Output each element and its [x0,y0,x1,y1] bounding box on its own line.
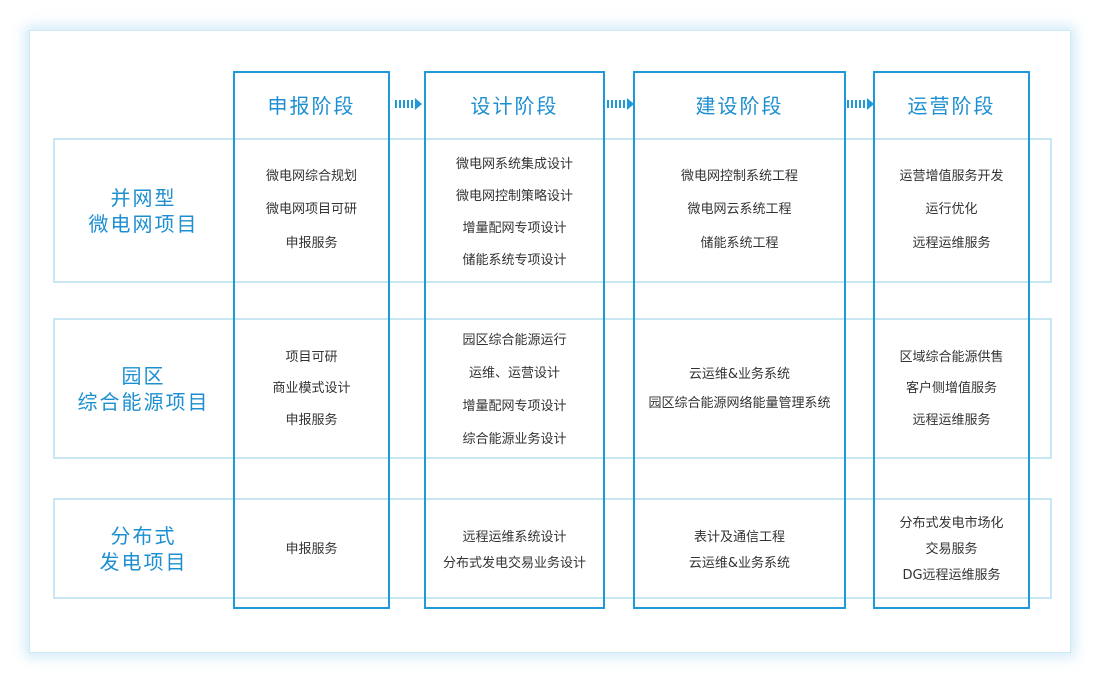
row-band-grid-microgrid [53,138,1052,283]
cell-item: 区域综合能源供售 [899,350,1004,366]
cell-item: 微电网云系统工程 [687,202,792,218]
cell-item: 园区综合能源网络能量管理系统 [648,396,831,411]
cell-grid-microgrid-application: 微电网综合规划 微电网项目可研 申报服务 [235,158,388,258]
cell-item: 微电网控制系统工程 [680,169,798,185]
stage-column-design [424,71,605,609]
cell-item: 运行优化 [925,202,978,218]
row-label-line2: 综合能源项目 [77,389,210,414]
cell-item: 增量配网专项设计 [462,399,567,414]
arrow-right-icon [395,98,422,110]
cell-distributed-design: 远程运维系统设计 分布式发电交易业务设计 [426,522,603,574]
cell-item: 微电网项目可研 [265,202,357,218]
cell-item: 微电网控制策略设计 [455,188,573,204]
cell-item: 储能系统专项设计 [462,252,567,268]
cell-park-energy-operation: 区域综合能源供售 客户侧增值服务 远程运维服务 [875,340,1028,434]
arrow-right-icon [847,98,874,110]
cell-park-energy-construction: 云运维&业务系统 园区综合能源网络能量管理系统 [635,358,844,416]
cell-park-energy-design: 园区综合能源运行 运维、运营设计 增量配网专项设计 综合能源业务设计 [426,322,603,454]
cell-item: 分布式发电交易业务设计 [442,555,586,571]
row-label-park-energy: 园区 综合能源项目 [53,320,234,457]
cell-item: 微电网综合规划 [265,169,357,185]
cell-item: DG远程运维服务 [902,567,1001,583]
cell-item: 项目可研 [285,350,338,366]
row-label-distributed-generation: 分布式 发电项目 [53,500,234,597]
cell-item: 云运维&业务系统 [688,367,791,382]
cell-item: 运维、运营设计 [468,366,560,381]
stage-title-application: 申报阶段 [267,93,356,118]
cell-item: 云运维&业务系统 [688,555,791,571]
stage-column-application [233,71,390,609]
row-label-line1: 分布式 [110,523,177,548]
cell-distributed-application: 申报服务 [235,530,388,564]
cell-item: 申报服务 [285,235,338,251]
cell-item: 分布式发电市场化 [899,515,1004,531]
cell-item: 商业模式设计 [272,381,351,397]
stage-title-operation: 运营阶段 [907,93,996,118]
cell-park-energy-application: 项目可研 商业模式设计 申报服务 [235,340,388,434]
cell-grid-microgrid-construction: 微电网控制系统工程 微电网云系统工程 储能系统工程 [635,158,844,258]
cell-item: 储能系统工程 [700,235,779,251]
cell-item: 交易服务 [925,541,978,557]
cell-item: 远程运维服务 [912,235,991,251]
row-label-grid-microgrid: 并网型 微电网项目 [53,140,234,281]
cell-item: 运营增值服务开发 [899,169,1004,185]
cell-distributed-operation: 分布式发电市场化 交易服务 DG远程运维服务 [875,508,1028,586]
stage-title-design: 设计阶段 [470,93,559,118]
row-label-line2: 发电项目 [99,549,188,574]
stage-column-construction [633,71,846,609]
row-label-line1: 并网型 [110,185,177,210]
cell-item: 微电网系统集成设计 [455,156,573,172]
row-band-park-energy [53,318,1052,459]
cell-item: 申报服务 [285,541,338,557]
stage-title-construction: 建设阶段 [695,93,784,118]
cell-item: 园区综合能源运行 [462,333,567,348]
cell-distributed-construction: 表计及通信工程 云运维&业务系统 [635,522,844,574]
stage-column-operation [873,71,1030,609]
cell-item: 综合能源业务设计 [462,432,567,447]
cell-item: 客户侧增值服务 [905,381,997,397]
cell-item: 表计及通信工程 [693,529,785,545]
cell-item: 远程运维服务 [912,412,991,428]
cell-grid-microgrid-design: 微电网系统集成设计 微电网控制策略设计 增量配网专项设计 储能系统专项设计 [426,146,603,274]
cell-item: 申报服务 [285,412,338,428]
cell-grid-microgrid-operation: 运营增值服务开发 运行优化 远程运维服务 [875,158,1028,258]
cell-item: 增量配网专项设计 [462,220,567,236]
arrow-right-icon [607,98,634,110]
row-label-line2: 微电网项目 [88,211,199,236]
cell-item: 远程运维系统设计 [462,529,567,545]
row-label-line1: 园区 [121,363,166,388]
row-band-distributed-generation [53,498,1052,599]
